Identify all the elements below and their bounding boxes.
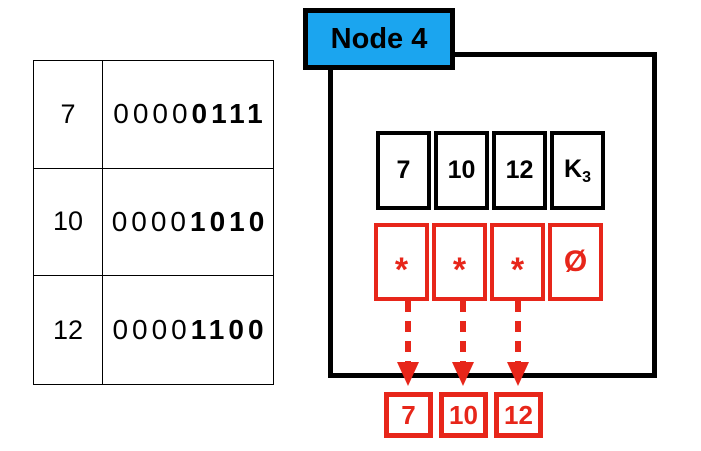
key-value: 12 <box>505 156 534 184</box>
node4-title: Node 4 <box>330 22 428 55</box>
key-row: 7 10 12 K3 <box>376 131 605 210</box>
binary-suffix: 1010 <box>190 205 269 237</box>
pointer-arrows <box>397 301 529 386</box>
binary-prefix: 0000 <box>111 205 190 237</box>
pointer-cell: * <box>490 223 545 301</box>
leaf-value: 7 <box>401 399 416 430</box>
decimal-value: 10 <box>52 206 84 237</box>
key-value: 10 <box>447 156 476 184</box>
key-value: 7 <box>396 156 411 184</box>
key-placeholder-subscript: 3 <box>582 168 591 186</box>
null-pointer-cell: Ø <box>548 223 603 301</box>
arrow-down-icon <box>452 301 474 386</box>
binary-value: 00001100 <box>108 314 267 346</box>
arrow-down-icon <box>397 301 419 386</box>
decimal-value-cell: 7 <box>34 61 103 169</box>
decimal-value: 12 <box>52 314 84 345</box>
pointer-row: * * * Ø <box>374 223 603 301</box>
binary-value: 00001010 <box>108 206 269 238</box>
binary-suffix: 1100 <box>190 314 268 346</box>
decimal-value-cell: 12 <box>34 276 103 384</box>
key-cell: 7 <box>376 131 431 210</box>
decimal-value-cell: 10 <box>34 168 103 277</box>
decimal-value: 7 <box>60 98 76 129</box>
pointer-cell: * <box>432 223 487 301</box>
binary-prefix: 0000 <box>113 98 192 130</box>
leaf-box: 10 <box>439 392 488 438</box>
key-cell-placeholder: K3 <box>550 131 605 210</box>
pointer-cell: * <box>374 223 429 301</box>
arrow-down-icon <box>507 301 529 386</box>
key-placeholder-base: K <box>564 154 583 183</box>
null-symbol: Ø <box>563 245 588 278</box>
binary-value-cell: 00001010 <box>103 169 273 277</box>
binary-value-cell: 00000111 <box>103 61 273 169</box>
asterisk-pointer: * <box>394 250 409 289</box>
leaf-value: 12 <box>504 399 533 430</box>
leaf-row: 7 10 12 <box>384 392 543 438</box>
node4-label: Node 4 <box>303 8 455 70</box>
binary-prefix: 0000 <box>112 314 191 346</box>
asterisk-pointer: * <box>510 250 525 289</box>
key-placeholder: K3 <box>564 155 591 187</box>
key-cell: 12 <box>492 131 547 210</box>
binary-value: 00000111 <box>109 98 267 130</box>
leaf-box: 12 <box>494 392 543 438</box>
leaf-value: 10 <box>449 399 478 430</box>
node4-box <box>328 52 657 378</box>
binary-value-cell: 00001100 <box>103 276 273 384</box>
binary-table: 7 00000111 10 00001010 12 00001100 <box>33 60 274 385</box>
binary-suffix: 0111 <box>191 98 267 130</box>
leaf-box: 7 <box>384 392 433 438</box>
asterisk-pointer: * <box>452 250 467 289</box>
key-cell: 10 <box>434 131 489 210</box>
